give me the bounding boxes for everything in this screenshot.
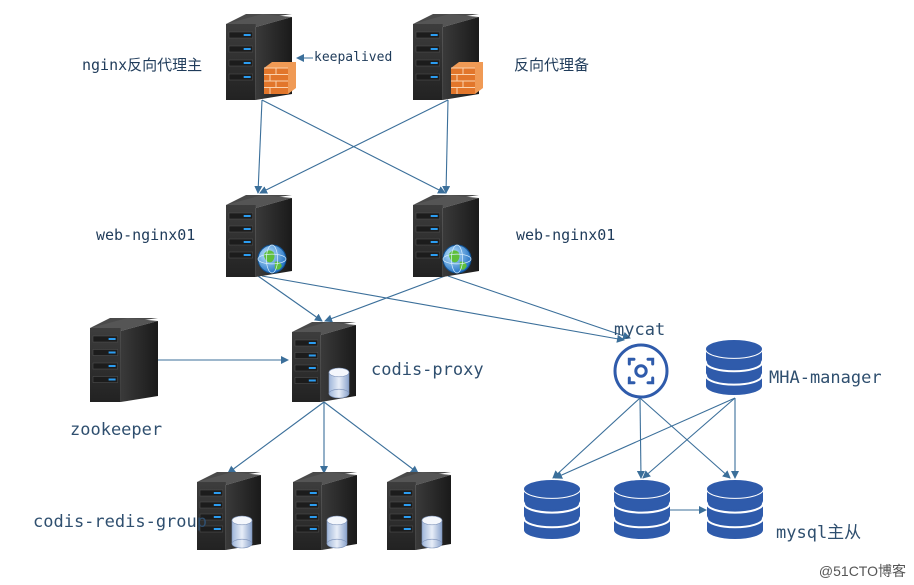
globe-web-nginx-2 <box>442 244 472 274</box>
database-mysql-1 <box>523 479 581 539</box>
watermark: @51CTO博客 <box>818 563 906 579</box>
edge-mha-db1 <box>554 397 736 479</box>
edge-web2-proxy <box>324 275 446 323</box>
cylinder-redis-2 <box>326 515 348 549</box>
edge-web2-mycat <box>447 275 631 340</box>
cylinder-redis-3 <box>421 515 443 549</box>
server-redis-2 <box>293 472 357 550</box>
edge-mycat-db2 <box>636 397 645 479</box>
label-nginx-backup: 反向代理备 <box>514 56 590 74</box>
database-mysql-2 <box>613 479 671 539</box>
connections <box>158 54 739 514</box>
label-codis-redis-group: codis-redis-group <box>33 512 207 532</box>
label-keepalived: keepalived <box>313 50 394 65</box>
globe-web-nginx-1 <box>257 244 287 274</box>
edge-master-web1 <box>254 99 263 194</box>
database-mysql-3 <box>706 479 764 539</box>
firewall-nginx-backup <box>451 62 483 94</box>
edge-mha-db2 <box>642 397 736 479</box>
edge-web1-mycat <box>261 275 625 343</box>
label-web-nginx-1: web-nginx01 <box>96 226 196 244</box>
server-zookeeper <box>90 318 158 402</box>
edge-proxy-redis1 <box>227 401 325 474</box>
edge-backup-web2 <box>442 99 451 194</box>
cylinder-redis-1 <box>231 515 253 549</box>
cylinder-codis-proxy <box>328 367 350 399</box>
edge-proxy-redis3 <box>323 401 419 474</box>
label-web-nginx-2: web-nginx01 <box>516 226 616 244</box>
label-zookeeper: zookeeper <box>70 420 163 440</box>
database-mha-manager <box>705 339 763 396</box>
label-mysql: mysql主从 <box>776 523 862 543</box>
firewall-nginx-master <box>264 62 296 94</box>
edge-web1-proxy <box>257 275 323 322</box>
label-codis-proxy: codis-proxy <box>371 360 484 380</box>
edge-mycat-db1 <box>552 397 641 479</box>
label-mha-manager: MHA-manager <box>769 368 882 388</box>
mycat-icon <box>613 343 669 399</box>
label-nginx-master: nginx反向代理主 <box>82 56 203 74</box>
edge-backup-web1 <box>259 99 449 194</box>
edge-mycat-db3 <box>639 397 731 479</box>
label-mycat: mycat <box>614 320 666 340</box>
